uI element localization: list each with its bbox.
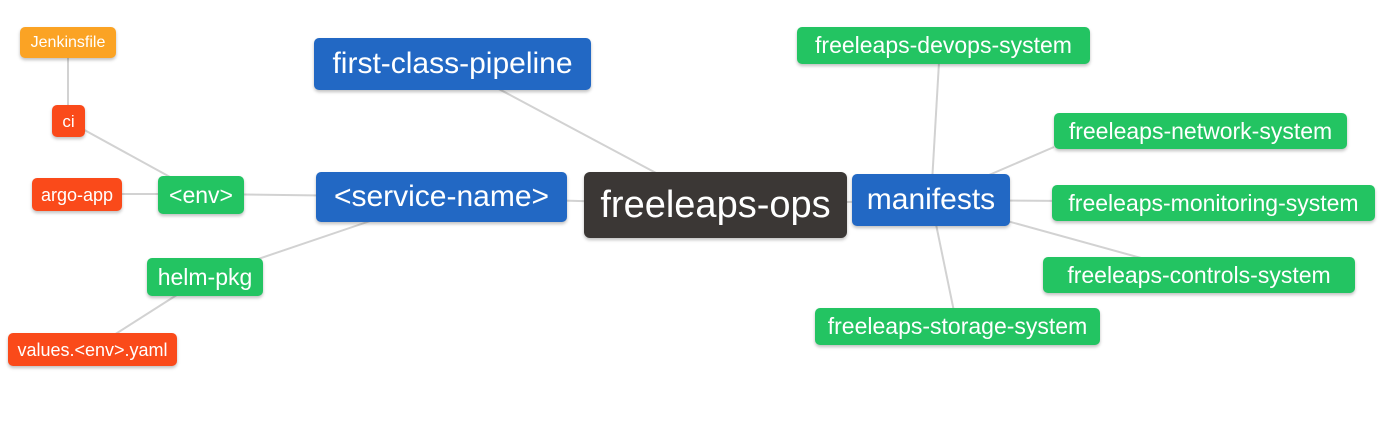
node-freeleaps-monitoring-system[interactable]: freeleaps-monitoring-system [1052,185,1375,221]
node-ci[interactable]: ci [52,105,85,137]
node-values-env-yaml[interactable]: values.<env>.yaml [8,333,177,366]
node-freeleaps-ops[interactable]: freeleaps-ops [584,172,847,238]
node-first-class-pipeline[interactable]: first-class-pipeline [314,38,591,90]
node-freeleaps-devops-system[interactable]: freeleaps-devops-system [797,27,1090,64]
node-jenkinsfile[interactable]: Jenkinsfile [20,27,116,58]
node-manifests[interactable]: manifests [852,174,1010,226]
node-helm-pkg[interactable]: helm-pkg [147,258,263,296]
node-freeleaps-controls-system[interactable]: freeleaps-controls-system [1043,257,1355,293]
node-freeleaps-storage-system[interactable]: freeleaps-storage-system [815,308,1100,345]
node-env[interactable]: <env> [158,176,244,214]
node-service-name[interactable]: <service-name> [316,172,567,222]
node-freeleaps-network-system[interactable]: freeleaps-network-system [1054,113,1347,149]
node-argo-app[interactable]: argo-app [32,178,122,211]
